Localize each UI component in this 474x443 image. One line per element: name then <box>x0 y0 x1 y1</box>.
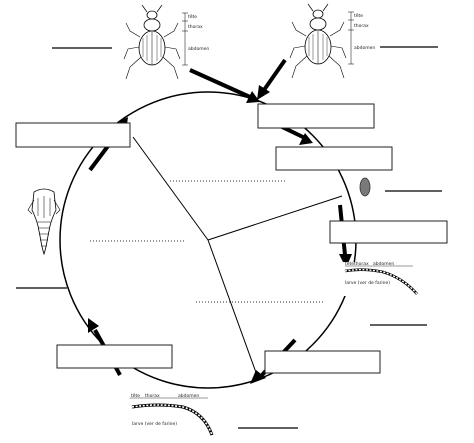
larva-bottom-icon: tête thorax abdomen larve (ver de farine… <box>128 392 214 438</box>
answer-box-lower-left[interactable] <box>56 344 173 369</box>
adult-left-abdomen-label: abdomen <box>188 46 209 52</box>
larva-right-thorax-label: thorax <box>354 261 369 267</box>
larva-bottom-abdomen-label: abdomen <box>178 393 199 399</box>
adult-beetle-right-icon: tête thorax abdomen <box>289 3 375 79</box>
answer-box-right[interactable] <box>329 220 448 244</box>
egg-icon <box>359 177 371 197</box>
adult-right-abdomen-label: abdomen <box>354 45 375 51</box>
adult-beetle-left-icon: tête thorax abdomen <box>123 4 209 80</box>
larva-right-caption: larve (ver de farine) <box>345 280 390 286</box>
adult-right-thorax-label: thorax <box>354 23 369 29</box>
larva-bottom-thorax-label: thorax <box>145 393 160 399</box>
adult-left-head-label: tête <box>188 13 197 20</box>
larva-right-head-label: tête <box>345 260 354 267</box>
adult-arrows <box>189 58 287 103</box>
larva-bottom-caption: larve (ver de farine) <box>132 421 177 427</box>
larva-right-abdomen-label: abdomen <box>373 261 394 267</box>
larva-right-icon: tête thorax abdomen larve (ver de farine… <box>343 260 419 296</box>
answer-box-upper-left[interactable] <box>15 122 131 148</box>
larva-bottom-head-label: tête <box>131 392 140 399</box>
adult-right-head-label: tête <box>354 12 363 19</box>
answer-box-upper-right[interactable] <box>275 146 393 171</box>
answer-box-top[interactable] <box>257 103 375 129</box>
adult-left-thorax-label: thorax <box>188 24 203 30</box>
pupa-icon <box>27 188 61 256</box>
dividing-lines <box>132 136 343 379</box>
answer-box-lower-right[interactable] <box>264 350 381 374</box>
